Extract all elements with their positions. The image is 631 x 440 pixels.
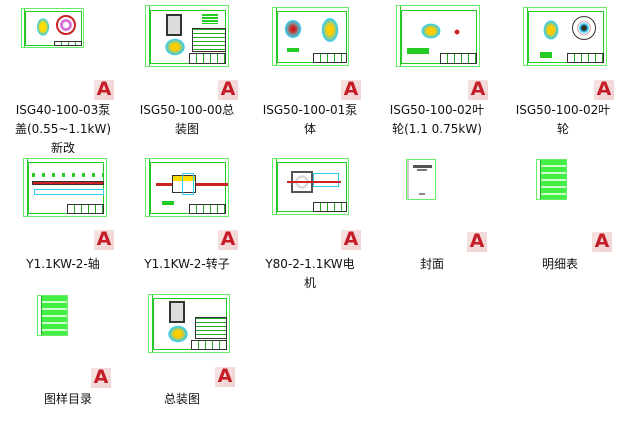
autocad-file-icon: A xyxy=(94,79,114,100)
file-item-y1.1kw-rotor[interactable]: A Y1.1KW-2-转子 xyxy=(127,150,247,290)
file-name: Y1.1KW-2-轴 xyxy=(26,257,100,271)
autocad-file-icon: A xyxy=(468,79,488,100)
autocad-file-icon: A xyxy=(218,79,238,100)
drawing-thumbnail xyxy=(145,5,229,67)
file-name: ISG50-100-02叶 轮(1.1 0.75kW) xyxy=(389,103,485,136)
file-name: ISG50-100-01泵 体 xyxy=(262,103,358,136)
file-name: Y80-2-1.1KW电 机 xyxy=(265,257,355,290)
file-name: 明细表 xyxy=(541,257,578,271)
drawing-thumbnail xyxy=(396,5,480,67)
autocad-file-icon: A xyxy=(218,229,238,250)
file-item-y1.1kw-shaft[interactable]: A Y1.1KW-2-轴 xyxy=(3,150,123,290)
file-name: 封面 xyxy=(419,257,444,271)
drawing-thumbnail xyxy=(406,159,436,200)
file-item-drawing-index[interactable]: A 图样目录 xyxy=(3,285,123,425)
file-item-y80-motor[interactable]: A Y80-2-1.1KW电 机 xyxy=(250,150,370,290)
drawing-thumbnail xyxy=(272,158,349,215)
drawing-thumbnail xyxy=(272,7,349,66)
drawing-thumbnail xyxy=(23,158,107,217)
autocad-file-icon: A xyxy=(592,231,612,252)
autocad-file-icon: A xyxy=(215,366,235,387)
file-item-isg50-100-02-1.1[interactable]: A ISG50-100-02叶 轮(1.1 0.75kW) xyxy=(377,0,497,140)
file-name: ISG50-100-00总 装图 xyxy=(139,103,235,136)
file-item-cover[interactable]: A 封面 xyxy=(377,150,497,290)
autocad-file-icon: A xyxy=(341,79,361,100)
drawing-thumbnail xyxy=(145,158,229,217)
file-name: 总装图 xyxy=(163,392,200,406)
file-item-isg50-100-02[interactable]: A ISG50-100-02叶 轮 xyxy=(503,0,623,140)
file-name: ISG40-100-03泵 盖(0.55~1.1kW) 新改 xyxy=(14,103,112,155)
drawing-thumbnail xyxy=(37,295,68,336)
file-item-general-assembly[interactable]: A 总装图 xyxy=(127,285,247,425)
drawing-thumbnail xyxy=(148,294,230,353)
autocad-file-icon: A xyxy=(91,367,111,388)
file-item-isg50-100-00[interactable]: A ISG50-100-00总 装图 xyxy=(127,0,247,140)
file-name: 图样目录 xyxy=(43,392,92,406)
autocad-file-icon: A xyxy=(467,231,487,252)
drawing-thumbnail xyxy=(536,159,567,200)
drawing-thumbnail xyxy=(21,8,84,48)
file-name: Y1.1KW-2-转子 xyxy=(144,257,230,271)
drawing-thumbnail xyxy=(523,7,607,66)
file-name: ISG50-100-02叶 轮 xyxy=(515,103,611,136)
file-item-parts-list[interactable]: A 明细表 xyxy=(503,150,623,290)
file-item-isg50-100-01[interactable]: A ISG50-100-01泵 体 xyxy=(250,0,370,140)
file-item-isg40-100-03[interactable]: A ISG40-100-03泵 盖(0.55~1.1kW) 新改 xyxy=(3,0,123,155)
autocad-file-icon: A xyxy=(594,79,614,100)
autocad-file-icon: A xyxy=(341,229,361,250)
autocad-file-icon: A xyxy=(94,229,114,250)
